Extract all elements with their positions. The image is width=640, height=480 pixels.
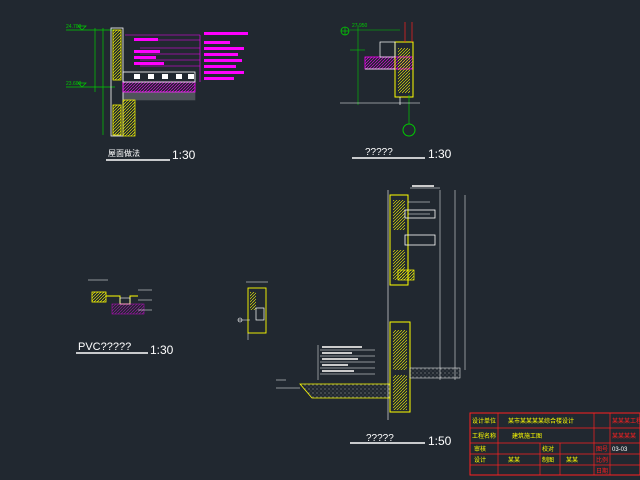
tb-review-label: 审核 (474, 445, 486, 453)
tb-draw-label: 制图 (542, 456, 554, 464)
wall-section: ????? 1:50 (276, 185, 466, 448)
tb-right-mid: 某某某某 (612, 433, 636, 440)
wall-section-title: ????? (366, 433, 394, 444)
window-sill-detail (237, 281, 268, 340)
section-notes (322, 185, 434, 372)
tb-design-unit-value: 某市某某某某综合楼设计 (508, 417, 574, 425)
wall-section-scale: 1:50 (428, 434, 452, 448)
tb-check-label: 校对 (542, 445, 554, 453)
parapet-detail: 27.950 ????? 1:30 (340, 22, 452, 161)
tb-design-value: 某某 (508, 457, 520, 464)
axis-bubble (402, 123, 416, 137)
tb-drawing-code: 03-03 (612, 447, 628, 453)
tb-design-label: 设计 (474, 456, 486, 464)
roof-tiles (134, 74, 194, 79)
elevation-mid-label: 23.600 (66, 81, 82, 87)
elevation-mark-top: 24.700 (66, 24, 115, 31)
roof-detail-title: 屋面做法 (108, 148, 140, 158)
parapet-detail-scale: 1:30 (428, 147, 452, 161)
section-callouts (317, 187, 440, 380)
tb-draw-value: 某某 (566, 457, 578, 464)
elevation-mark-mid: 23.600 (66, 81, 115, 88)
pvc-gutter-detail: PVC????? 1:30 (76, 279, 174, 357)
tb-side-label-2: 比例 (596, 456, 608, 464)
tb-right-top: 某某某工程 (612, 417, 640, 425)
parapet-top-elevation: 27.950 (352, 23, 368, 29)
roof-detail: 24.700 23.600 (66, 24, 248, 162)
elevation-top-label: 24.700 (66, 24, 82, 30)
pvc-detail-title: PVC????? (78, 341, 131, 353)
pvc-detail-scale: 1:30 (150, 343, 174, 357)
tb-side-label-1: 图号 (596, 446, 608, 453)
title-block: 设计单位 某市某某某某综合楼设计 工程名称 建筑施工图 审核 校对 设计 某某 … (469, 412, 640, 476)
tb-side-label-3: 日期 (596, 467, 608, 475)
tb-design-unit-label: 设计单位 (472, 417, 496, 425)
tb-project-value: 建筑施工图 (512, 432, 542, 440)
layer-notes (134, 32, 248, 80)
tb-project-label: 工程名称 (472, 432, 496, 440)
roof-detail-scale: 1:30 (172, 148, 196, 162)
parapet-detail-title: ????? (365, 147, 393, 158)
